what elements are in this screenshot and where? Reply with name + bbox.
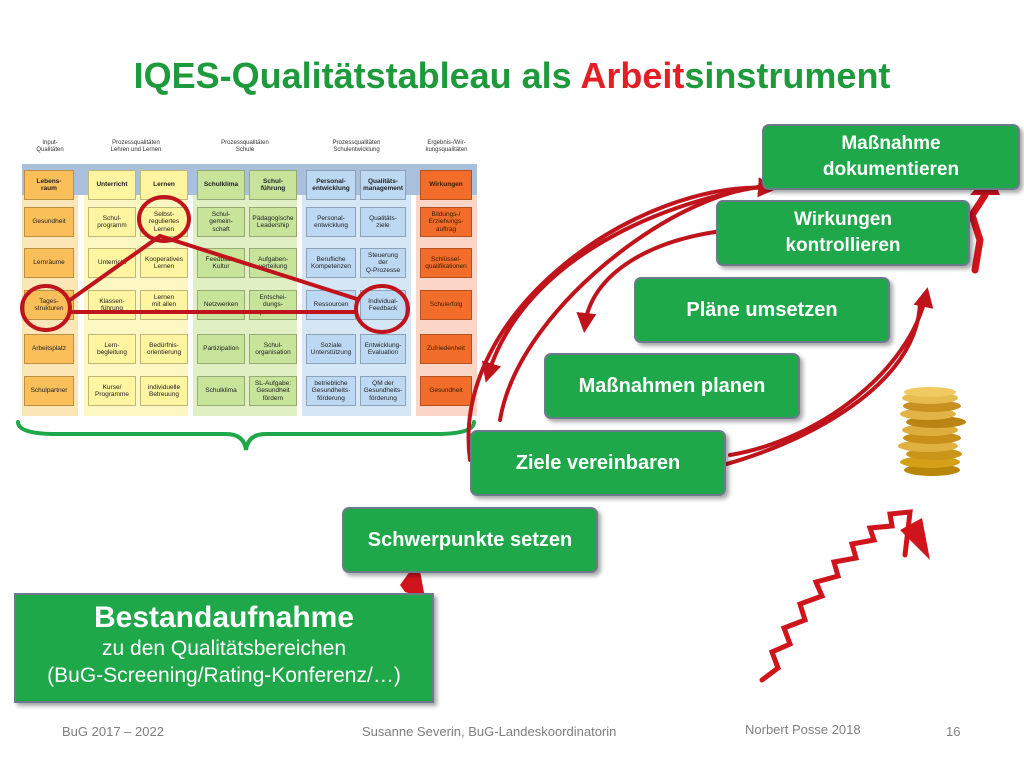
step-dokumentieren: Maßnahme dokumentieren bbox=[762, 124, 1020, 190]
tableau-cell: Unterricht bbox=[88, 248, 136, 278]
tableau-cell: Ressourcen bbox=[306, 290, 356, 320]
step-umsetzen: Pläne umsetzen bbox=[634, 277, 890, 343]
tableau-cell: Lern- begleitung bbox=[88, 334, 136, 364]
tableau-cell: Lernen bbox=[140, 170, 188, 200]
tableau-cell: Partizipation bbox=[197, 334, 245, 364]
tableau-cell: Individual- Feedback bbox=[360, 290, 406, 320]
step-planen: Maßnahmen planen bbox=[544, 353, 800, 419]
tableau-cell: Steuerung der Q-Prozesse bbox=[360, 248, 406, 278]
tableau-cell: Pädagogische Leadership bbox=[249, 207, 297, 237]
tableau-cell: Bildungs-/ Erziehungs- auftrag bbox=[420, 207, 472, 237]
footer-left: BuG 2017 – 2022 bbox=[62, 724, 164, 739]
tableau-cell: Berufliche Kompetenzen bbox=[306, 248, 356, 278]
coin-stack-icon bbox=[898, 387, 966, 476]
footer-center: Susanne Severin, BuG-Landeskoordinatorin bbox=[362, 724, 617, 739]
column-head: Input- Qualitäten bbox=[36, 140, 64, 153]
page-number: 16 bbox=[946, 724, 961, 739]
tableau-cell: individuelle Betreuung bbox=[140, 376, 188, 406]
tableau-cell: Klassen- führung bbox=[88, 290, 136, 320]
column-head: Prozessqualitäten Schulentwicklung bbox=[332, 140, 381, 153]
footer-author: Norbert Posse 2018 bbox=[745, 722, 861, 737]
tableau-cell: Gesundheit bbox=[24, 207, 74, 237]
slide-title: IQES-Qualitätstableau als Arbeitsinstrum… bbox=[0, 55, 1024, 97]
tableau-cell: Schul- führung bbox=[249, 170, 297, 200]
tableau-cell: Personal- entwicklung bbox=[306, 207, 356, 237]
tableau-cell: Unterricht bbox=[88, 170, 136, 200]
tableau-cell: Lernen mit allen Sinnen bbox=[140, 290, 188, 320]
step-schwerpunkte: Schwerpunkte setzen bbox=[342, 507, 598, 573]
tableau-cell: betriebliche Gesundheits- förderung bbox=[306, 376, 356, 406]
tableau-cell: Schul- organisation bbox=[249, 334, 297, 364]
tableau-cell: Selbst- reguliertes Lernen bbox=[140, 207, 188, 237]
tableau-cell: Soziale Unterstützung bbox=[306, 334, 356, 364]
tableau-cell: Zufriedenheit bbox=[420, 334, 472, 364]
step-ziele: Ziele vereinbaren bbox=[470, 430, 726, 496]
tableau-cell: Kurse/ Programme bbox=[88, 376, 136, 406]
tableau-cell: Entwicklung- Evaluation bbox=[360, 334, 406, 364]
tableau-cell: Schulklima bbox=[197, 170, 245, 200]
tableau-cell: Schulklima bbox=[197, 376, 245, 406]
tableau-cell: Schulpartner bbox=[24, 376, 74, 406]
title-accent: Arbeit bbox=[580, 55, 685, 96]
title-suffix: sinstrument bbox=[684, 55, 891, 96]
bestand-line2: (BuG-Screening/Rating-Konferenz/…) bbox=[47, 664, 401, 687]
curly-brace bbox=[16, 420, 476, 451]
tableau-cell: Entschei- dungs- prozesse bbox=[249, 290, 297, 320]
tableau-cell: Netzwerken bbox=[197, 290, 245, 320]
tableau-cell: SL-Aufgabe: Gesundheit fördern bbox=[249, 376, 297, 406]
column-head: Ergebnis-/Wir- kungsqualitäten bbox=[425, 140, 468, 153]
column-head: Prozessqualitäten Schule bbox=[221, 140, 269, 153]
tableau-cell: Schulerfolg bbox=[420, 290, 472, 320]
tableau-cell: Qualitäts- ziele bbox=[360, 207, 406, 237]
step-kontrollieren: Wirkungen kontrollieren bbox=[716, 200, 970, 266]
tableau-cell: Gesundheit bbox=[420, 376, 472, 406]
bestandaufnahme-box: Bestandaufnahme zu den Qualitätsbereiche… bbox=[14, 593, 434, 703]
tableau-cell: Feedback- Kultur bbox=[197, 248, 245, 278]
tableau-cell: Schul- gemein- schaft bbox=[197, 207, 245, 237]
quality-tableau: Input- Qualitäten Prozessqualitäten Lehr… bbox=[22, 140, 477, 416]
tableau-cell: Arbeitsplatz bbox=[24, 334, 74, 364]
tableau-cell: Kooperatives Lernen bbox=[140, 248, 188, 278]
tableau-cell: Aufgaben- verteilung bbox=[249, 248, 297, 278]
tableau-cell: Lernräume bbox=[24, 248, 74, 278]
tableau-cell: Schul- programm bbox=[88, 207, 136, 237]
tableau-cell: Schlüssel- qualifikationen bbox=[420, 248, 472, 278]
tableau-cell: QM der Gesundheits- förderung bbox=[360, 376, 406, 406]
tableau-cell: Qualitäts- management bbox=[360, 170, 406, 200]
bestand-line1: zu den Qualitätsbereichen bbox=[102, 637, 346, 660]
tableau-cell: Bedürfnis- orientierung bbox=[140, 334, 188, 364]
tableau-cell: Tages- strukturen bbox=[24, 290, 74, 320]
tableau-cell: Wirkungen bbox=[420, 170, 472, 200]
bestand-title: Bestandaufnahme bbox=[93, 601, 355, 634]
tableau-cell: Lebens- raum bbox=[24, 170, 74, 200]
title-prefix: IQES-Qualitätstableau als bbox=[133, 55, 581, 96]
tableau-cell: Personal- entwicklung bbox=[306, 170, 356, 200]
column-head: Prozessqualitäten Lehren und Lernen bbox=[110, 140, 162, 153]
